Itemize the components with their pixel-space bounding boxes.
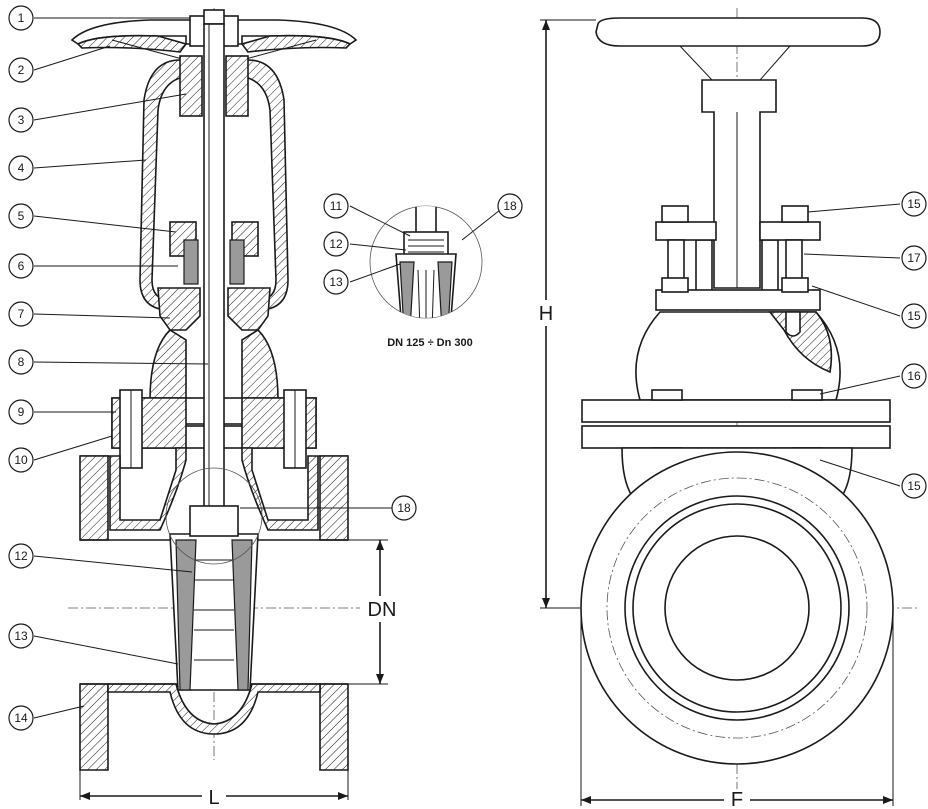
svg-text:18: 18	[503, 199, 517, 213]
leader-lines-right	[803, 203, 901, 487]
svg-text:10: 10	[14, 453, 28, 467]
callout-3: 3	[8, 107, 34, 133]
gate-wedge	[169, 505, 259, 691]
callout-15-top: 15	[901, 191, 927, 217]
detail-note: DN 125 ÷ Dn 300	[387, 337, 473, 349]
callout-16: 16	[901, 363, 927, 389]
bonnet-top-flange	[655, 289, 821, 311]
pipe-flange-raised-face	[624, 495, 850, 721]
callout-12-detail: 12	[323, 231, 349, 257]
callout-11: 11	[323, 193, 349, 219]
svg-text:9: 9	[18, 405, 25, 419]
svg-text:7: 7	[18, 307, 25, 321]
callout-18-detail: 18	[497, 193, 523, 219]
svg-text:2: 2	[18, 63, 25, 77]
l-label: L	[208, 787, 219, 809]
callout-9: 9	[8, 399, 34, 425]
svg-text:14: 14	[14, 711, 28, 725]
callout-5: 5	[8, 203, 34, 229]
callout-17: 17	[901, 245, 927, 271]
callout-14: 14	[8, 705, 34, 731]
detail-view: DN 125 ÷ Dn 300	[349, 205, 501, 349]
pipe-bore	[664, 535, 810, 681]
stem	[203, 23, 225, 515]
svg-text:4: 4	[18, 161, 25, 175]
handwheel-exterior	[595, 17, 881, 47]
callout-7: 7	[8, 301, 34, 327]
body-flange-upper	[581, 399, 891, 423]
svg-text:18: 18	[397, 501, 411, 515]
h-label: H	[539, 303, 553, 325]
svg-text:12: 12	[329, 237, 343, 251]
svg-text:12: 12	[14, 549, 28, 563]
svg-text:13: 13	[14, 629, 28, 643]
svg-text:15: 15	[907, 479, 921, 493]
exterior-view: H	[534, 8, 918, 809]
svg-text:17: 17	[907, 251, 921, 265]
svg-text:15: 15	[907, 309, 921, 323]
detail-circle	[165, 467, 263, 565]
callout-2: 2	[8, 57, 34, 83]
svg-text:13: 13	[329, 275, 343, 289]
svg-text:8: 8	[18, 355, 25, 369]
callout-13-detail: 13	[323, 269, 349, 295]
valve-body-section	[79, 447, 349, 771]
svg-text:16: 16	[907, 369, 921, 383]
svg-text:1: 1	[18, 11, 25, 25]
callout-18-section: 18	[391, 495, 417, 521]
dn-label: DN	[368, 599, 397, 621]
body-flange-lower	[581, 425, 891, 449]
callout-13-section: 13	[8, 623, 34, 649]
callout-1: 1	[8, 5, 34, 31]
svg-text:5: 5	[18, 209, 25, 223]
section-view: DN L	[68, 8, 404, 809]
svg-text:6: 6	[18, 259, 25, 273]
callout-15-bottom: 15	[901, 473, 927, 499]
svg-text:11: 11	[330, 199, 343, 213]
callout-10: 10	[8, 447, 34, 473]
leader-lines-left	[33, 17, 392, 719]
svg-text:15: 15	[907, 197, 921, 211]
callout-6: 6	[8, 253, 34, 279]
f-label: F	[731, 789, 743, 809]
gland-right	[759, 221, 821, 241]
gland-left	[655, 221, 717, 241]
pipe-flange-outer	[580, 451, 894, 765]
callout-12-section: 12	[8, 543, 34, 569]
callout-4: 4	[8, 155, 34, 181]
callout-8: 8	[8, 349, 34, 375]
yoke-exterior	[701, 79, 777, 289]
callout-15-mid: 15	[901, 303, 927, 329]
svg-text:3: 3	[18, 113, 25, 127]
